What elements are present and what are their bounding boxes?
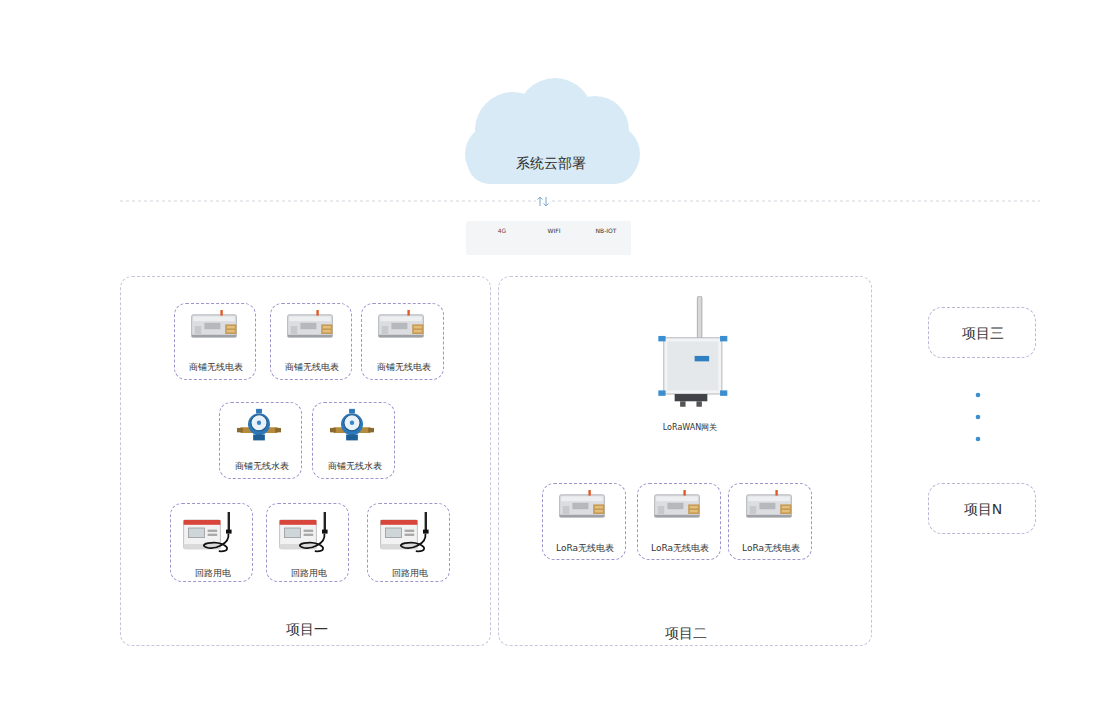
network-box: 4G WIFI NB-IOT (466, 221, 631, 255)
project-group: 项目二 LoRa无线电表 LoRa无线电表 LoRa无线电表 (498, 276, 872, 646)
device-box: 回路用电 (266, 503, 349, 582)
device-box: 商铺无线水表 (312, 402, 395, 479)
device-box: LoRa无线电表 (542, 483, 626, 560)
node-label: 商铺无线电表 (377, 362, 431, 372)
node-label: 回路用电 (392, 568, 428, 578)
node-label: 回路用电 (195, 568, 231, 578)
node-label: 4G (498, 228, 506, 235)
node-label: NB-IOT (596, 228, 617, 235)
project-title: 项目二 (665, 625, 707, 641)
device-box: 商铺无线电表 (174, 303, 256, 380)
device-box: 项目三 (928, 307, 1036, 358)
node-label: LoRa无线电表 (556, 543, 614, 553)
device-box: 回路用电 (170, 503, 253, 582)
project-title: 项目N (964, 501, 1002, 517)
device-box: LoRa无线电表 (637, 483, 721, 560)
device-box: 回路用电 (367, 503, 450, 582)
device-label: LoRaWAN网关 (663, 422, 717, 433)
device-box: 商铺无线电表 (361, 303, 444, 380)
project-title: 项目一 (286, 621, 328, 637)
cloud-node: 系统云部署 (455, 78, 647, 184)
divider (120, 201, 1040, 202)
project-group: 项目一 商铺无线电表 商铺无线电表 商铺无线电表商铺无线水表 商铺无线水表回路用电 回路用… (120, 276, 491, 646)
device-box: 商铺无线电表 (270, 303, 352, 380)
device-box: LoRa无线电表 (728, 483, 812, 560)
node-label: WIFI (548, 228, 561, 235)
node-label: 商铺无线电表 (285, 362, 339, 372)
node-label: LoRa无线电表 (742, 543, 800, 553)
node-label: 回路用电 (291, 568, 327, 578)
device-box: 项目N (928, 483, 1036, 534)
node-label: 商铺无线电表 (189, 362, 243, 372)
project-title: 项目三 (962, 325, 1004, 341)
device-box: 商铺无线水表 (219, 402, 302, 479)
node-label: LoRa无线电表 (651, 543, 709, 553)
node-label: 商铺无线水表 (235, 461, 289, 471)
node-label: 系统云部署 (516, 155, 586, 171)
node-label: 商铺无线水表 (328, 461, 382, 471)
transfer-icon (538, 197, 549, 206)
